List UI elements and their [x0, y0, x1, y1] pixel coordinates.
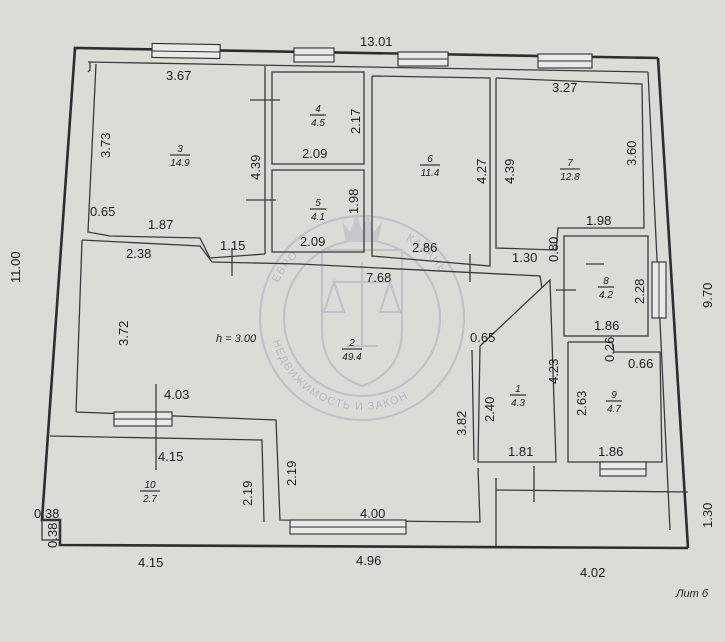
dim-r3-bottom: 1.87 — [148, 217, 173, 232]
svg-text:2: 2 — [348, 338, 355, 349]
dimension-labels: 13.01 11.00 9.70 1.30 4.15 4.96 4.02 0.3… — [8, 34, 715, 580]
svg-text:4.1: 4.1 — [311, 212, 325, 223]
svg-text:5: 5 — [315, 198, 321, 209]
room-3-label: 3 14.9 — [170, 144, 190, 169]
dim-r2-right: 3.82 — [454, 411, 469, 436]
svg-text:4.2: 4.2 — [599, 290, 613, 301]
door-marks — [155, 99, 604, 502]
dim-r8-bottom: 1.86 — [594, 318, 619, 333]
svg-text:10: 10 — [144, 480, 156, 491]
room-6-label: 6 11.4 — [420, 154, 440, 179]
dim-corner-x: 0.38 — [34, 506, 59, 521]
svg-text:4: 4 — [315, 104, 321, 115]
room-labels: 3 14.9 4 4.5 5 4.1 6 11.4 7 12.8 8 4.2 — [140, 104, 622, 505]
interior-walls — [41, 63, 689, 546]
dim-r1-bottom: 1.81 — [508, 444, 533, 459]
ceiling-height-note: h = 3.00 — [216, 333, 257, 345]
dim-r4-bottom: 2.09 — [302, 146, 327, 161]
dim-r2-top-left: 2.38 — [126, 246, 151, 261]
dim-r3-step: 0.65 — [90, 204, 115, 219]
svg-text:4.5: 4.5 — [311, 118, 325, 129]
footer-label: Лит б — [675, 588, 709, 600]
dim-r3-right: 4.39 — [248, 155, 263, 180]
dim-r4-height: 2.17 — [348, 109, 363, 134]
svg-text:14.9: 14.9 — [170, 158, 190, 169]
dim-top-total: 13.01 — [360, 34, 393, 49]
svg-text:3: 3 — [177, 144, 183, 155]
dim-corner-y: 0.38 — [45, 523, 60, 548]
dim-r7-width: 3.27 — [552, 80, 577, 95]
dim-r5-right: 1.98 — [346, 189, 361, 214]
windows — [113, 42, 667, 535]
room-8-label: 8 4.2 — [598, 276, 614, 301]
svg-text:4.7: 4.7 — [607, 404, 621, 415]
dim-left-total: 11.00 — [8, 251, 23, 283]
svg-text:12.8: 12.8 — [560, 172, 580, 183]
dim-r10-right: 2.19 — [240, 481, 255, 506]
room-10-label: 10 2.7 — [140, 480, 160, 505]
dim-right-upper: 9.70 — [700, 283, 715, 308]
dim-door-a: 1.15 — [220, 238, 245, 253]
dim-right-lower: 1.30 — [700, 503, 715, 528]
svg-text:1: 1 — [515, 384, 521, 395]
dim-r9-step: 0.66 — [628, 356, 653, 371]
dim-r7-bottom: 1.98 — [586, 213, 611, 228]
dim-r8-top: 1.30 — [512, 250, 537, 265]
dim-r1-left: 2.40 — [482, 397, 497, 422]
dim-r8-step: 0.80 — [546, 237, 561, 262]
svg-text:49.4: 49.4 — [342, 352, 362, 363]
room-7-label: 7 12.8 — [560, 158, 580, 183]
svg-text:9: 9 — [611, 390, 617, 401]
room-9-label: 9 4.7 — [606, 390, 622, 415]
dim-r3-width: 3.67 — [166, 68, 191, 83]
dim-r10-top: 4.15 — [158, 449, 183, 464]
dim-r9-bottom: 1.86 — [598, 444, 623, 459]
dim-r7-right: 3.60 — [624, 141, 639, 166]
svg-text:6: 6 — [427, 154, 433, 165]
svg-text:11.4: 11.4 — [421, 168, 440, 179]
dim-bottom-left: 4.15 — [138, 555, 163, 570]
dim-r2-lower-bottom: 4.00 — [360, 506, 385, 521]
svg-text:8: 8 — [603, 276, 609, 287]
dim-r6-right: 4.27 — [474, 159, 489, 184]
svg-text:4.3: 4.3 — [511, 398, 525, 409]
dim-r2-bottom: 4.03 — [164, 387, 189, 402]
dim-r3-height: 3.73 — [98, 133, 113, 158]
room-1-label: 1 4.3 — [510, 384, 526, 409]
room-2-label: 2 49.4 — [342, 338, 362, 363]
dim-r7-left: 4.39 — [502, 159, 517, 184]
dim-r2-left: 3.72 — [116, 321, 131, 346]
dim-r6-bottom: 2.86 — [412, 240, 437, 255]
dim-r2-width: 7.68 — [366, 270, 391, 285]
dim-r2-lower-left: 2.19 — [284, 461, 299, 486]
dim-bottom-right: 4.02 — [580, 565, 605, 580]
room-5-label: 5 4.1 — [310, 198, 326, 223]
dim-bottom-mid: 4.96 — [356, 553, 381, 568]
dim-r2-step: 0.65 — [470, 330, 495, 345]
dim-r5-bottom: 2.09 — [300, 234, 325, 249]
room-4-label: 4 4.5 — [310, 104, 326, 129]
outer-walls — [40, 46, 690, 550]
dim-r8-right: 2.28 — [632, 279, 647, 304]
dim-r1-right: 4.23 — [546, 359, 561, 384]
svg-text:7: 7 — [567, 158, 573, 169]
dim-r9-left: 2.63 — [574, 391, 589, 416]
svg-text:2.7: 2.7 — [142, 494, 157, 505]
dim-r9-gap: 0.26 — [602, 337, 617, 362]
